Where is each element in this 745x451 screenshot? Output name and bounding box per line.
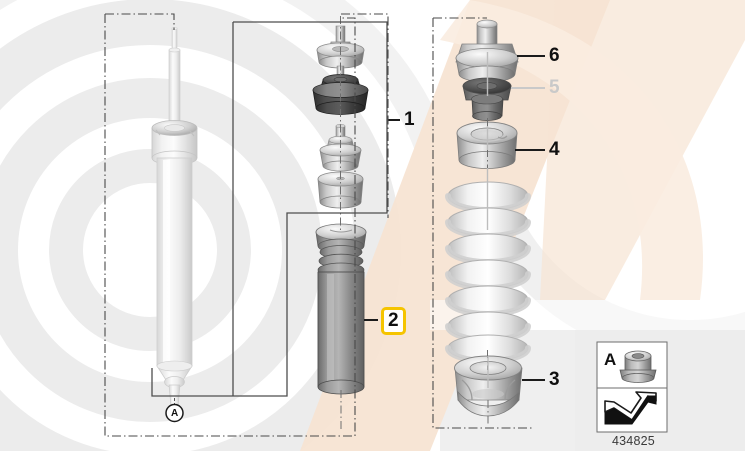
group1-dashed-boundary xyxy=(341,13,389,218)
legend-box xyxy=(596,341,668,433)
dust-boot-bellows-part xyxy=(315,223,367,395)
upper-mount-rubber-part xyxy=(312,65,369,115)
assembly-pins xyxy=(486,52,489,388)
position-marker-a xyxy=(165,398,184,423)
position-marker-a-label: A xyxy=(171,408,179,419)
group1-solid-frame xyxy=(151,21,388,397)
callout-3[interactable]: 3 xyxy=(549,369,560,390)
callout-5[interactable]: 5 xyxy=(549,77,560,98)
callout-2-highlighted[interactable]: 2 xyxy=(381,307,406,335)
callout-1[interactable]: 1 xyxy=(404,109,415,130)
shock-absorber-strut xyxy=(151,27,198,416)
legend-letter-a: A xyxy=(604,350,617,369)
callout-6[interactable]: 6 xyxy=(549,45,560,66)
direction-arrow-icon xyxy=(604,391,657,425)
right-group-boundary xyxy=(432,17,533,429)
leader-lines xyxy=(364,55,545,381)
callout-4[interactable]: 4 xyxy=(549,139,560,160)
outer-assembly-boundary xyxy=(104,13,356,437)
legend-reference-code: 434825 xyxy=(612,434,655,448)
hex-nut-icon xyxy=(619,350,657,383)
